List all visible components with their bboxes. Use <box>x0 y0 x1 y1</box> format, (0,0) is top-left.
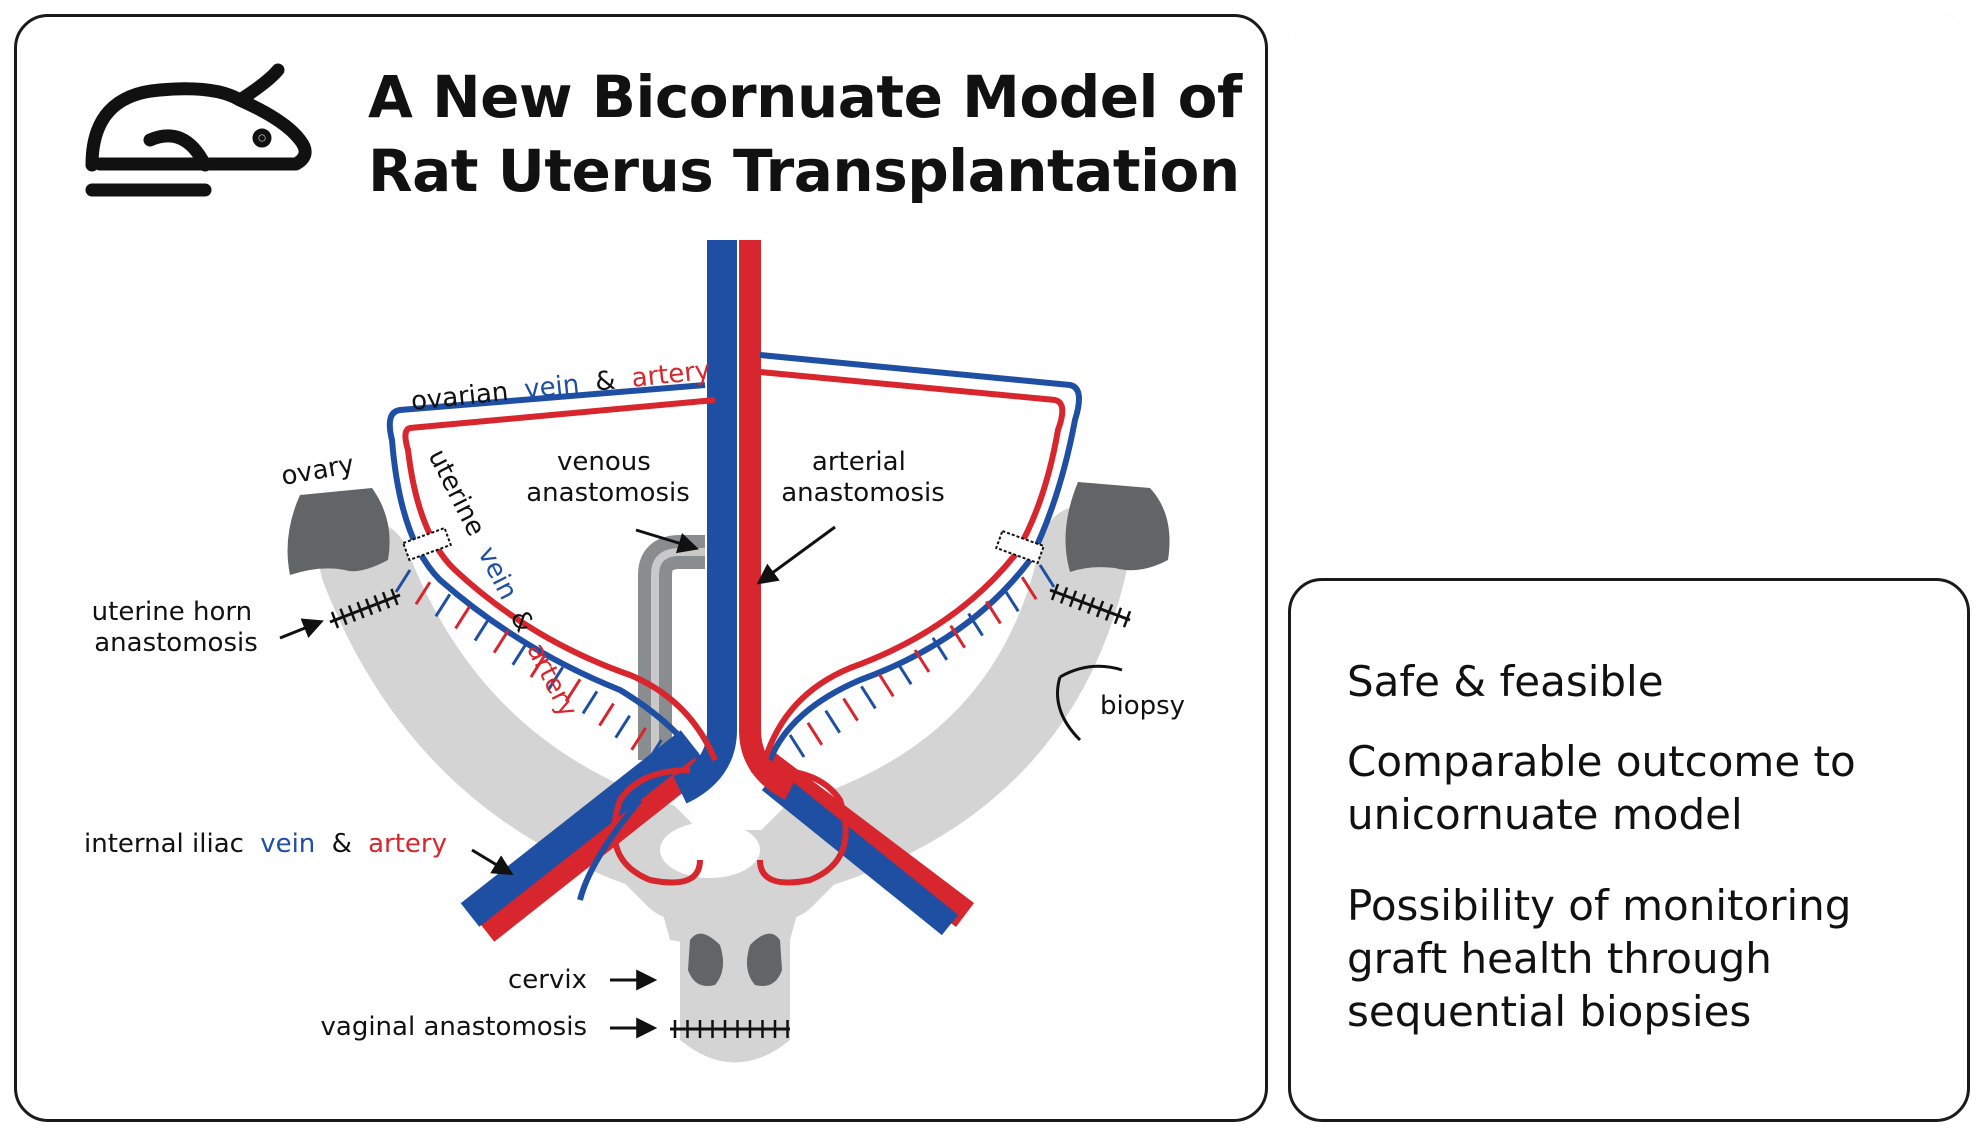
point-3-line-3: sequential biopsies <box>1347 987 1752 1036</box>
branch-tick <box>547 666 565 690</box>
branch-tick <box>967 612 984 637</box>
branch-tick <box>434 593 452 618</box>
left-ovarian-vessels <box>386 382 718 762</box>
point-safe-feasible: Safe & feasible <box>1347 655 1947 708</box>
suture-tick <box>330 611 340 629</box>
point-3-line-1: Possibility of monitoring <box>1347 881 1852 930</box>
branch-tick <box>646 739 663 763</box>
point-monitoring-biopsies: Possibility of monitoring graft health t… <box>1347 879 1947 1038</box>
key-points-panel: Safe & feasible Comparable outcome to un… <box>1288 578 1970 1122</box>
branch-tick <box>614 714 631 739</box>
ovary-label: ovary <box>279 450 356 492</box>
branch-tick <box>913 649 931 673</box>
branch-tick <box>842 697 859 722</box>
iliac-loops <box>577 767 849 901</box>
suture-tick <box>373 595 382 612</box>
branch-tick <box>454 605 471 630</box>
suture-tick <box>381 591 391 609</box>
suture-tick <box>390 588 399 606</box>
branch-tick <box>824 709 841 734</box>
branch-tick <box>806 722 824 746</box>
venous-anastomosis-label: venous anastomosis <box>526 447 690 508</box>
internal-iliac-label: internal iliac vein & artery <box>84 829 447 859</box>
photo-frame <box>1288 14 1970 558</box>
branch-tick <box>1038 564 1056 588</box>
page-title: A New Bicornuate Model of Rat Uterus Tra… <box>368 60 1242 208</box>
branch-tick <box>492 629 510 654</box>
suture-tick <box>1095 600 1105 618</box>
branch-tick <box>598 702 615 727</box>
suture-tick <box>364 598 374 616</box>
label-arrows <box>279 525 836 1039</box>
internal-iliac-vessels <box>460 730 975 942</box>
uterine-horn-anastomosis-label: uterine horn anastomosis <box>92 597 261 658</box>
title-line-1: A New Bicornuate Model of <box>368 63 1242 131</box>
cervix-label: cervix <box>508 965 587 995</box>
suture-tick <box>1086 597 1096 615</box>
biopsy-mark <box>1056 664 1123 742</box>
branch-tick <box>985 600 1002 625</box>
suture-tick <box>1113 607 1123 625</box>
suture-tick <box>1068 590 1078 608</box>
branch-tick <box>949 624 966 649</box>
suture-tick <box>1077 593 1087 611</box>
point-3-line-2: graft health through <box>1347 934 1772 983</box>
branch-tick <box>529 654 547 678</box>
point-comparable-outcome: Comparable outcome to unicornuate model <box>1347 735 1947 841</box>
left-ovary <box>287 488 390 575</box>
suture-tick <box>339 608 348 626</box>
suture-tick <box>356 601 365 619</box>
branch-tick <box>860 685 877 710</box>
branch-tick <box>895 661 913 685</box>
branch-tick <box>414 581 432 605</box>
point-2-line-2: unicornuate model <box>1347 790 1743 839</box>
right-ovarian-vessels <box>759 352 1082 762</box>
title-line-2: Rat Uterus Transplantation <box>368 137 1240 205</box>
vaginal-anastomosis-label: vaginal anastomosis <box>321 1012 588 1042</box>
branch-tick <box>473 617 491 642</box>
arterial-anastomosis-label: arterial anastomosis <box>781 447 945 508</box>
biopsy-label: biopsy <box>1100 691 1185 721</box>
branch-tick <box>511 642 529 666</box>
branch-tick <box>788 734 806 758</box>
point-2-line-1: Comparable outcome to <box>1347 737 1856 786</box>
suture-tick <box>1104 603 1114 621</box>
cervix-shape <box>688 933 782 986</box>
branch-tick <box>394 569 412 593</box>
branch-tick <box>931 637 949 661</box>
branch-tick <box>1020 576 1038 600</box>
right-ovary <box>1065 482 1170 572</box>
aorta-and-vena-cava <box>673 240 796 804</box>
left-vessel-branches <box>394 569 663 763</box>
branch-tick <box>564 678 582 703</box>
point-1-line-1: Safe & feasible <box>1347 657 1664 706</box>
branch-tick <box>630 727 647 751</box>
rat-icon <box>85 63 312 197</box>
branch-tick <box>878 673 895 698</box>
suture-tick <box>1050 583 1060 601</box>
suture-tick <box>1059 586 1069 604</box>
ovarian-anastomosis-marks <box>401 526 1046 565</box>
branch-tick <box>581 690 599 715</box>
right-vessel-branches <box>788 564 1056 758</box>
suture-tick <box>347 604 357 622</box>
ovarian-vessels-label: ovarian vein & artery <box>410 356 712 417</box>
branch-tick <box>1003 588 1020 613</box>
suture-tick <box>1122 610 1132 628</box>
